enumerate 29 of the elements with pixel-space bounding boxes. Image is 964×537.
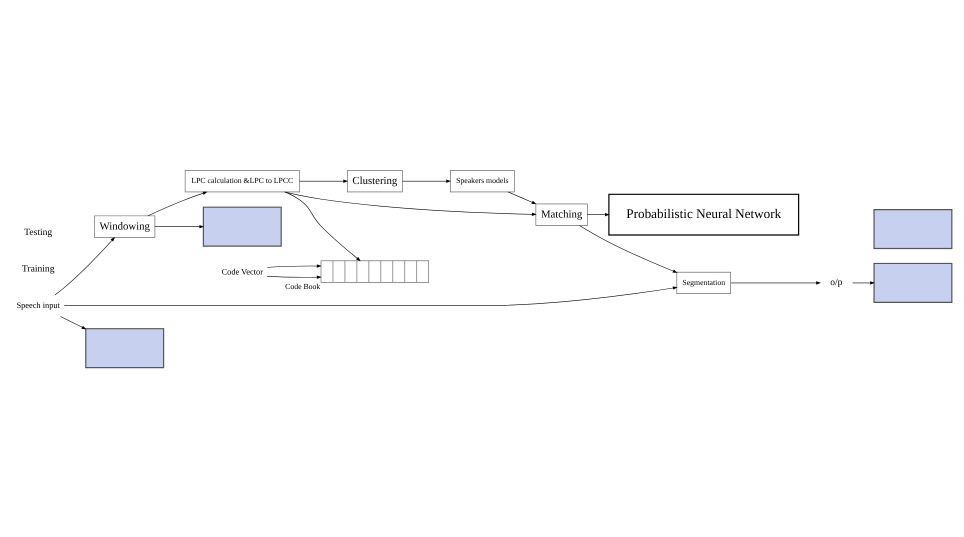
node-box: Windowing	[94, 215, 156, 238]
node-box	[202, 206, 282, 246]
arrow	[54, 236, 116, 295]
node-box: Clustering	[347, 170, 403, 192]
arrow	[852, 280, 875, 284]
arrow	[284, 191, 361, 261]
arrow	[587, 212, 610, 216]
arrow	[579, 224, 678, 272]
node-text: Code Vector	[222, 266, 263, 276]
arrow	[508, 191, 536, 204]
arrow	[266, 264, 322, 268]
node-box	[873, 208, 952, 249]
arrow	[60, 316, 86, 329]
label: Testing	[24, 226, 52, 238]
node-box: Probabilistic Neural Network	[608, 193, 800, 236]
arrow	[730, 280, 821, 284]
arrow	[266, 274, 322, 278]
label: Training	[22, 262, 54, 274]
node-text: Speech input	[16, 300, 60, 310]
arrow	[154, 224, 204, 228]
node-box: Matching	[536, 203, 588, 226]
node-text: o/p	[830, 276, 842, 288]
node-box	[85, 328, 164, 368]
node-box	[873, 262, 952, 302]
arrow	[299, 178, 348, 182]
arrow	[64, 286, 678, 306]
arrow	[147, 191, 208, 216]
arrow	[402, 178, 452, 182]
arrow	[284, 191, 537, 216]
